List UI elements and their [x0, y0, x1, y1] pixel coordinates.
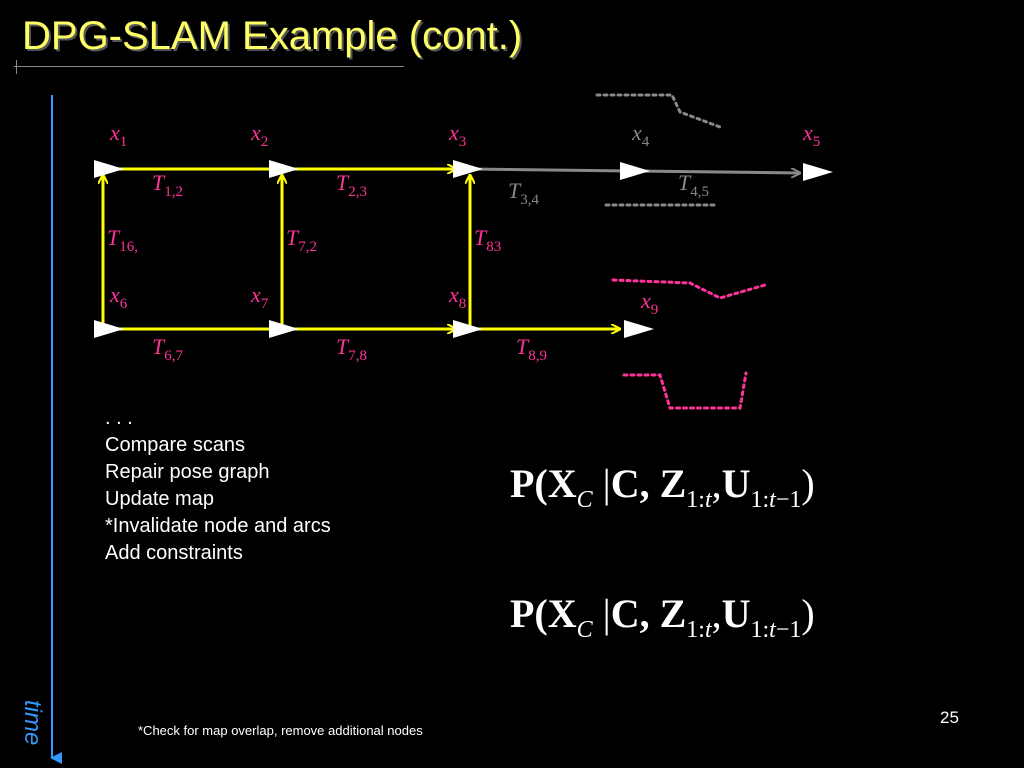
node-x1-marker: [94, 160, 124, 178]
node-x5-marker: [803, 163, 833, 181]
scan-x9-bottom: [622, 371, 748, 410]
edge-t89-label: T8,9: [516, 334, 547, 364]
edge-t16-label: T16,: [107, 225, 138, 255]
node-x2-label: x2: [250, 120, 268, 150]
node-x3-marker: [453, 160, 483, 178]
footnote: *Check for map overlap, remove additiona…: [138, 723, 423, 738]
edge-x3-x4: [469, 169, 630, 171]
step-item: Repair pose graph: [105, 461, 270, 483]
title-underline: [14, 66, 404, 67]
edge-t23-label: T2,3: [336, 170, 367, 200]
time-axis-label: time: [19, 700, 46, 746]
node-x3-label: x3: [448, 120, 466, 150]
node-x5-label: x5: [802, 120, 820, 150]
edge-t34-label: T3,4: [508, 178, 540, 208]
node-x9-marker: [624, 320, 654, 338]
step-item: Add constraints: [105, 542, 243, 564]
node-x1-label: x1: [109, 120, 127, 150]
edge-t78-label: T7,8: [336, 334, 367, 364]
edge-x4-x5: [631, 171, 800, 173]
step-item: Compare scans: [105, 434, 246, 456]
edge-t12-label: T1,2: [152, 170, 183, 200]
edge-t67-label: T6,7: [152, 334, 184, 364]
step-item: *Invalidate node and arcs: [105, 515, 331, 537]
probability-formula: P(XC |C, Z1:t,U1:t−1): [510, 461, 815, 513]
steps-list: . . . Compare scans Repair pose graph Up…: [105, 405, 331, 567]
node-x7-label: x7: [250, 282, 269, 312]
node-x6-marker: [94, 320, 124, 338]
node-x8-marker: [453, 320, 483, 338]
title-tick: [16, 60, 17, 74]
scan-x4-invalid: [595, 93, 722, 129]
node-x9-label: x9: [640, 288, 658, 318]
node-x8-label: x8: [448, 282, 466, 312]
scan-x9-top: [611, 278, 767, 300]
page-number: 25: [940, 708, 959, 727]
edge-t72-label: T7,2: [286, 225, 317, 255]
node-x6-label: x6: [109, 282, 128, 312]
node-x2-marker: [269, 160, 299, 178]
node-x7-marker: [269, 320, 299, 338]
edge-t45-label: T4,5: [678, 170, 709, 200]
probability-formula: P(XC |C, Z1:t,U1:t−1): [510, 591, 815, 643]
step-item: Update map: [105, 488, 214, 510]
slide-title: DPG-SLAM Example (cont.): [22, 14, 523, 58]
node-x4-marker: [620, 162, 650, 180]
step-item: . . .: [105, 407, 133, 429]
edge-t83-label: T83: [474, 225, 501, 255]
node-x4-label: x4: [631, 120, 650, 150]
